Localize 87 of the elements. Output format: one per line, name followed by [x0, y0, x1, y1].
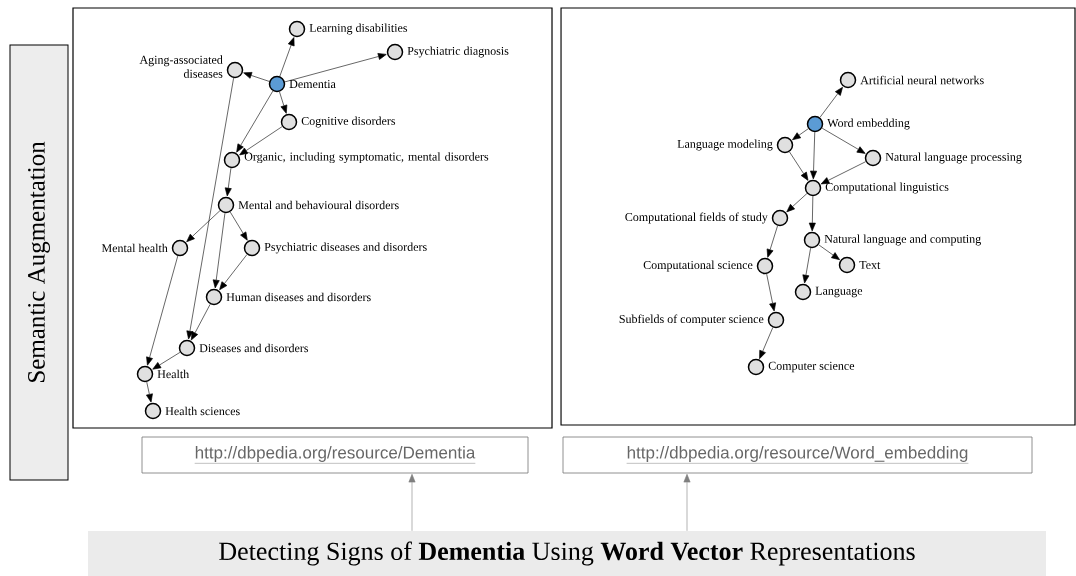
arrow	[243, 72, 270, 82]
arrow	[819, 86, 843, 118]
arrow	[820, 161, 866, 185]
node-label: Language modeling	[677, 139, 773, 151]
arrow	[766, 273, 776, 312]
arrow	[802, 247, 811, 284]
graph-node: Subfields of computer science	[619, 311, 785, 329]
graph-node: Diseases and disorders	[178, 339, 309, 357]
node-label: Health sciences	[165, 406, 240, 416]
node-label: Cognitive disorders	[301, 116, 396, 128]
graph-node: Language modeling	[677, 136, 794, 154]
arrow	[810, 131, 817, 180]
node-label: Aging-associated diseases	[139, 55, 223, 78]
arrow	[279, 91, 288, 114]
graph-node: Natural language processing	[864, 149, 1022, 167]
arrow	[683, 473, 691, 532]
node-label: Psychiatric diagnosis	[407, 46, 509, 58]
node-label: Dementia	[289, 79, 336, 89]
arrow	[239, 126, 283, 156]
arrow	[186, 210, 221, 243]
node-label: Natural language and computing	[824, 234, 981, 246]
graph-panel	[560, 7, 1076, 426]
arrow	[766, 225, 778, 258]
node-label: Natural language processing	[885, 152, 1022, 164]
title-band: Detecting Signs of Dementia Using Word Vector Representations	[88, 531, 1046, 576]
node-label: Mental health	[101, 243, 168, 253]
node-label: Health	[157, 369, 190, 379]
node-label: Diseases and disorders	[199, 343, 309, 353]
graph-node: Computational linguistics	[804, 179, 949, 197]
graph-node: Text	[838, 256, 881, 274]
node-label: Word embedding	[827, 118, 910, 130]
arrow	[219, 254, 248, 291]
node-label: Mental and behavioural disorders	[238, 200, 399, 210]
graph-node: Dementia	[268, 75, 336, 93]
graph-node: Health	[136, 365, 190, 383]
graph-node: Aging-associated diseases	[139, 55, 244, 79]
graph-node: Computer science	[747, 358, 855, 376]
graph-node: Computational science	[643, 257, 774, 275]
url-box: http://dbpedia.org/resource/Dementia	[141, 436, 529, 474]
node-label: Computational linguistics	[825, 182, 949, 194]
arrow	[224, 167, 232, 197]
node-label: Computational science	[643, 260, 753, 272]
arrow	[808, 195, 816, 232]
graph-node: Cognitive disorders	[280, 113, 396, 131]
graph-node: Organic, including symptomatic, mental disorders	[223, 151, 489, 169]
graph-node: Artificial neural networks	[839, 71, 984, 89]
graph-node: Natural language and computing	[803, 231, 981, 249]
arrow	[236, 90, 274, 153]
graph-node: Mental health	[101, 239, 189, 257]
graph-node: Psychiatric diseases and disorders	[243, 239, 427, 257]
arrow	[818, 244, 840, 261]
node-label: Organic, including symptomatic, mental disorders	[244, 152, 489, 164]
node-label: Computer science	[768, 361, 855, 373]
node-label: Language	[815, 286, 863, 298]
arrow	[792, 128, 809, 141]
node-label: Subfields of computer science	[619, 314, 764, 326]
graph-node: Health sciences	[144, 402, 240, 420]
arrow	[821, 127, 866, 154]
side-label-box: Semantic Augmentation	[9, 44, 69, 481]
arrow	[152, 352, 181, 370]
node-label: Psychiatric diseases and disorders	[264, 242, 427, 254]
arrow	[186, 77, 234, 340]
graph-node: Human diseases and disorders	[205, 288, 371, 306]
arrow	[146, 255, 179, 366]
node-label: Human diseases and disorders	[226, 292, 371, 302]
node-label: Learning disabilities	[309, 23, 408, 35]
arrow	[786, 193, 808, 213]
arrow	[789, 151, 809, 181]
arrow	[408, 473, 416, 532]
graph-node: Psychiatric diagnosis	[386, 43, 509, 61]
graph-node: Mental and behavioural disorders	[217, 196, 399, 214]
arrow	[284, 53, 387, 83]
node-label: Text	[859, 261, 881, 269]
node-label: Computational fields of study	[625, 212, 768, 224]
graph-node: Computational fields of study	[625, 209, 789, 227]
arrow	[212, 212, 226, 289]
arrow	[279, 37, 295, 77]
arrow	[146, 381, 153, 403]
arrow	[759, 327, 774, 359]
graph-node: Language	[794, 283, 863, 301]
graph-panel	[72, 7, 553, 429]
graph-node: Learning disabilities	[288, 20, 408, 38]
url-box: http://dbpedia.org/resource/Word_embedding	[562, 436, 1033, 474]
graph-node: Word embedding	[806, 115, 910, 133]
arrow	[190, 304, 211, 341]
node-label: Artificial neural networks	[860, 75, 984, 85]
arrow	[229, 211, 248, 241]
